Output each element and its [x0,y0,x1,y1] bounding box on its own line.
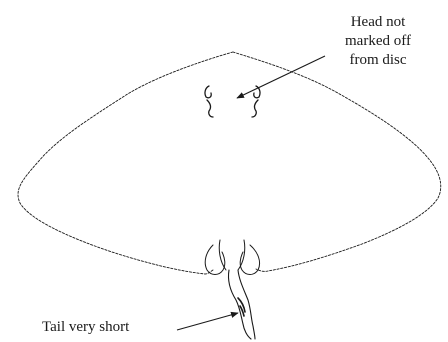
tail-left-edge [228,270,251,339]
head-annotation-label: Head not marked off from disc [318,13,438,70]
disc-outline-left [18,52,233,274]
head-arrow [237,56,325,98]
pelvic-fin-left [205,245,225,275]
head-annotation-line-1: Head not [318,13,438,32]
tail-arrow [177,313,238,330]
head-annotation-line-3: from disc [318,51,438,70]
tail-right-edge [238,270,255,339]
tail-annotation-label: Tail very short [42,318,129,337]
eye-left [205,86,213,117]
head-annotation-line-2: marked off [318,32,438,51]
